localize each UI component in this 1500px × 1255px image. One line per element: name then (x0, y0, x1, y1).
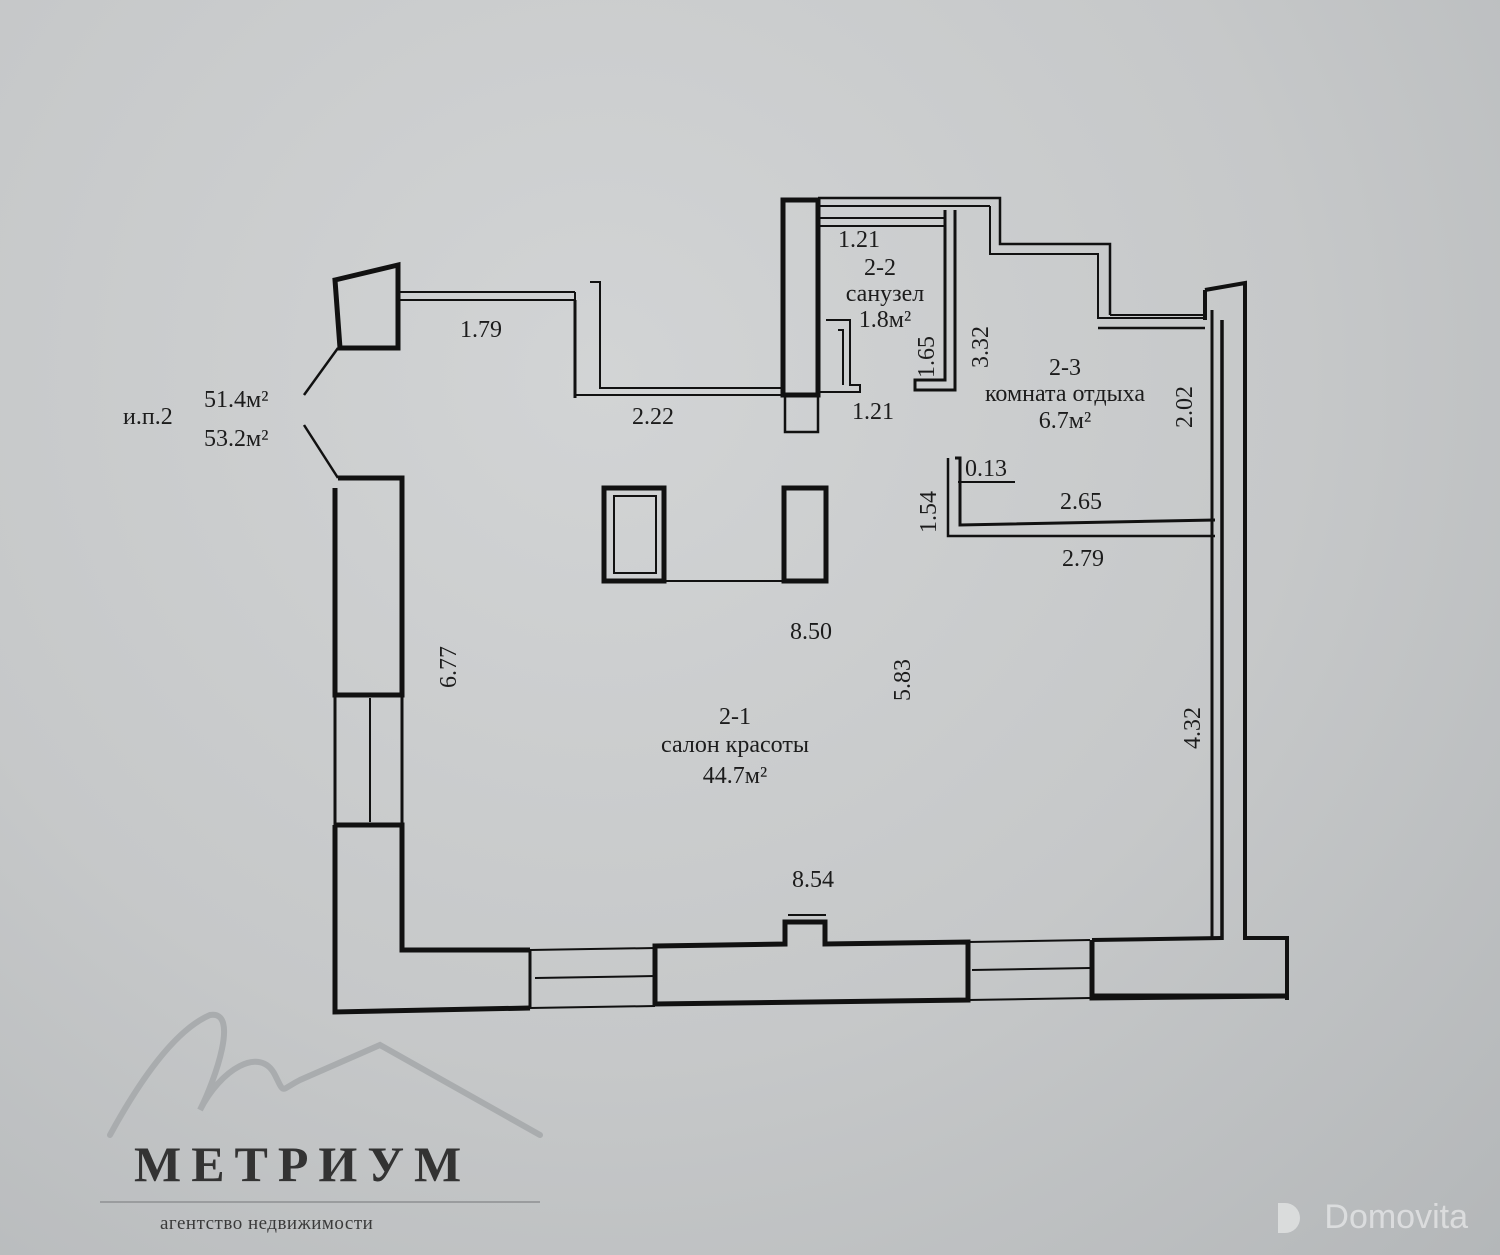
dim-1-21-top: 1.21 (838, 227, 880, 253)
room-2-3-area: 6.7м² (1038, 408, 1092, 434)
room-2-3-name: комната отдыха (984, 381, 1145, 407)
dim-6-77: 6.77 (436, 646, 462, 688)
dim-8-50: 8.50 (790, 619, 832, 645)
dim-2-79: 2.79 (1062, 546, 1104, 572)
dim-8-54: 8.54 (792, 867, 834, 893)
dim-2-02: 2.02 (1172, 386, 1198, 428)
dim-4-32: 4.32 (1180, 707, 1206, 749)
room-2-2-id: 2-2 (864, 255, 896, 281)
total-area-1: 51.4м² (204, 387, 269, 413)
dim-1-54: 1.54 (916, 491, 942, 533)
unit-label: и.п.2 (123, 404, 173, 430)
domovita-logo-icon (1278, 1203, 1300, 1233)
dim-2-65: 2.65 (1060, 489, 1102, 515)
pillar-top-left (332, 261, 401, 351)
logo-mountain-icon (107, 1011, 543, 1138)
dim-1-65: 1.65 (914, 336, 940, 378)
total-area-2: 53.2м² (204, 426, 269, 452)
agency-logo-name: МЕТРИУМ (134, 1136, 472, 1192)
dim-1-79: 1.79 (460, 317, 502, 343)
watermark: Domovita (1324, 1198, 1468, 1236)
room-2-1-name: салон красоты (661, 732, 809, 758)
logo-divider (100, 1201, 540, 1203)
room-2-3-id: 2-3 (1049, 355, 1081, 381)
dim-2-22: 2.22 (632, 404, 674, 430)
room-2-1-id: 2-1 (719, 704, 751, 730)
dim-5-83: 5.83 (890, 659, 916, 701)
agency-subtitle: агентство недвижимости (160, 1213, 374, 1234)
dim-1-21-bottom: 1.21 (852, 399, 894, 425)
room-2-1-area: 44.7м² (702, 763, 768, 789)
dim-0-13: 0.13 (965, 456, 1007, 482)
room-2-2-area: 1.8м² (858, 307, 912, 333)
room-2-2-name: санузел (845, 281, 925, 307)
dim-3-32: 3.32 (968, 326, 994, 368)
